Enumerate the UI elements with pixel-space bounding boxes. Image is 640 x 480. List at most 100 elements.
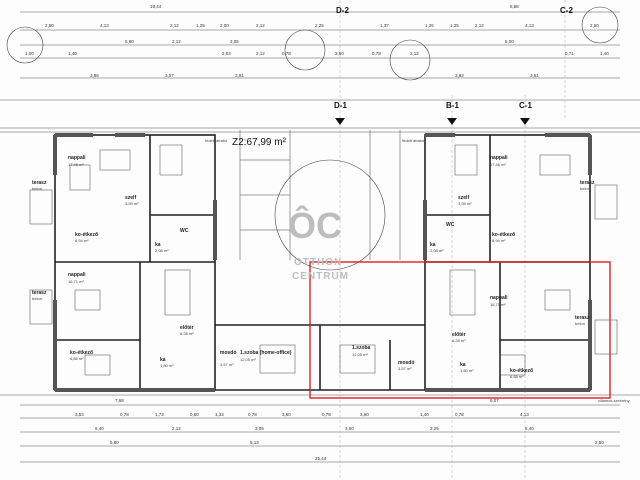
dim-bot-r1-0: 7,68: [115, 398, 124, 403]
dim-top-r2-7: 1,37: [380, 23, 389, 28]
room-konyha-right-top: ko-étkező: [492, 232, 516, 238]
room-szoba-homeoffice-area: 12,05 m²: [240, 357, 256, 362]
dim-top-total-1: 19,44: [150, 4, 162, 9]
dim-top-r2-1: 4,13: [100, 23, 109, 28]
dim-bot-r2-4: 1,33: [215, 412, 224, 417]
dim-top-r4-5: 3,60: [335, 51, 344, 56]
room-wc-left: WC: [180, 228, 189, 234]
fixed-stair-left: fedett átrakó: [205, 138, 228, 143]
dim-top-r2-11: 4,13: [525, 23, 534, 28]
room-eloter-left-area: 6,28 m²: [180, 331, 194, 336]
dim-top-r2-8: 1,25: [425, 23, 434, 28]
dim-top-r4-2: 2,03: [222, 51, 231, 56]
dim-bot-r2-3: 0,60: [190, 412, 199, 417]
room-ka-right-bottom-area: 1,80 m²: [460, 368, 474, 373]
dim-bot-r3-4: 2,25: [430, 426, 439, 431]
dim-top-r2-0: 2,50: [45, 23, 54, 28]
dim-top-r4-8: 0,71: [565, 51, 574, 56]
dim-top-r2-4: 2,00: [220, 23, 229, 28]
room-nappali-left-top-area: 17,46 m²: [68, 162, 84, 167]
room-terasz-right-top: terasz: [580, 180, 595, 186]
dim-bot-r2-2: 1,73: [155, 412, 164, 417]
section-c1: C-1: [519, 101, 532, 110]
room-szoba-1: 1.szoba: [352, 345, 371, 351]
dim-top-r4-4: 0,78: [282, 51, 291, 56]
room-terasz-left-top: terasz: [32, 180, 47, 186]
room-szoba-homeoffice: 1.szoba (home-office): [240, 350, 292, 356]
dim-top-r3-3: 6,00: [505, 39, 514, 44]
section-markers: [335, 118, 530, 125]
room-szelf-left: szelf: [125, 195, 137, 201]
fixed-stair-right: fedett átrakó: [402, 138, 425, 143]
dim-top-r4-1: 1,40: [68, 51, 77, 56]
room-konyha-right-bottom-area: 6,88 m²: [510, 374, 524, 379]
dim-bot-r2-11: 4,13: [520, 412, 529, 417]
room-terasz-right-top-sub: beton: [580, 186, 591, 191]
room-konyha-left-bottom: ko-étkező: [70, 350, 94, 356]
room-eloter-left: előtér: [180, 325, 194, 331]
dim-bot-r4-0: 5,80: [110, 440, 119, 445]
logo-line1: OTTHON: [294, 257, 343, 268]
dim-top-r2-2: 2,12: [170, 23, 179, 28]
dim-top-r5-0: 3,86: [90, 73, 99, 78]
section-d1: D-1: [334, 101, 347, 110]
dim-top-r2-9: 1,25: [450, 23, 459, 28]
dim-top-r3-1: 2,12: [172, 39, 181, 44]
highlight-box: [309, 261, 611, 399]
room-szoba-1-area: 12,05 m²: [352, 352, 368, 357]
room-nappali-right-top: nappali: [490, 155, 508, 161]
dim-bot-r3-3: 3,60: [345, 426, 354, 431]
room-nappali-right-bottom-area: 16,71 m²: [490, 302, 506, 307]
dim-top-r2-5: 2,12: [256, 23, 265, 28]
dim-top-r3-2: 3,05: [230, 39, 239, 44]
furniture: [29, 144, 618, 376]
dim-bot-r2-1: 0,78: [120, 412, 129, 417]
room-nappali-right-top-area: 17,46 m²: [490, 162, 506, 167]
section-d2: D-2: [336, 6, 349, 15]
logo-mark: ÔC: [288, 205, 342, 246]
grid-axis-lines: [339, 0, 566, 480]
dim-bot-r3-2: 3,05: [255, 426, 264, 431]
wall-hatch: [53, 133, 592, 392]
dim-bot-r1-1: 6,07: [490, 398, 499, 403]
room-nappali-left-bottom: nappali: [68, 272, 86, 278]
logo-line2: CENTRUM: [292, 271, 349, 282]
section-b1: B-1: [446, 101, 459, 110]
room-ka-left-bottom: ka: [160, 357, 166, 363]
room-konyha-left-top-area: 8,94 m²: [75, 238, 89, 243]
dim-top-r2-10: 2,12: [475, 23, 484, 28]
room-konyha-left-top: ko-étkező: [75, 232, 99, 238]
room-mosdo-left-area: 3,57 m²: [220, 362, 234, 367]
dim-top-r2-12: 2,50: [590, 23, 599, 28]
room-konyha-right-top-area: 8,94 m²: [492, 238, 506, 243]
room-terasz-right-bottom-sub: beton: [575, 321, 586, 326]
dim-bot-r3-5: 6,40: [525, 426, 534, 431]
dim-bot-r2-5: 0,78: [248, 412, 257, 417]
dim-top-r3-0: 5,80: [125, 39, 134, 44]
dim-bot-r2-9: 1,40: [420, 412, 429, 417]
dim-top-r2-3: 1,25: [196, 23, 205, 28]
dim-bot-r2-7: 0,78: [322, 412, 331, 417]
top-dimension-lines: [0, 11, 640, 133]
room-ka-left-bottom-area: 1,80 m²: [160, 363, 174, 368]
tree-symbols: [6, 6, 619, 271]
room-ka-right: ka: [430, 242, 436, 248]
dim-top-r4-3: 2,12: [256, 51, 265, 56]
room-mosdo-right: mosdó: [398, 360, 415, 366]
dim-top-r4-6: 0,78: [372, 51, 381, 56]
room-nappali-left-top: nappali: [68, 155, 86, 161]
bottom-dimension-lines: [0, 394, 640, 463]
section-c2: C-2: [560, 6, 573, 15]
room-ka-left: ka: [155, 242, 161, 248]
dim-bot-r2-8: 3,60: [360, 412, 369, 417]
dim-bot-r2-6: 3,60: [282, 412, 291, 417]
dim-bot-total: 25,44: [315, 456, 327, 461]
dim-bot-r3-0: 6,40: [95, 426, 104, 431]
room-mosdo-right-area: 3,57 m²: [398, 366, 412, 371]
room-terasz-left-bottom-sub: beton: [32, 296, 43, 301]
corner-note: villamos szekrény: [598, 398, 630, 403]
dim-top-r5-1: 3,57: [165, 73, 174, 78]
dim-bot-r3-1: 2,12: [172, 426, 181, 431]
room-wc-right: WC: [446, 222, 455, 228]
